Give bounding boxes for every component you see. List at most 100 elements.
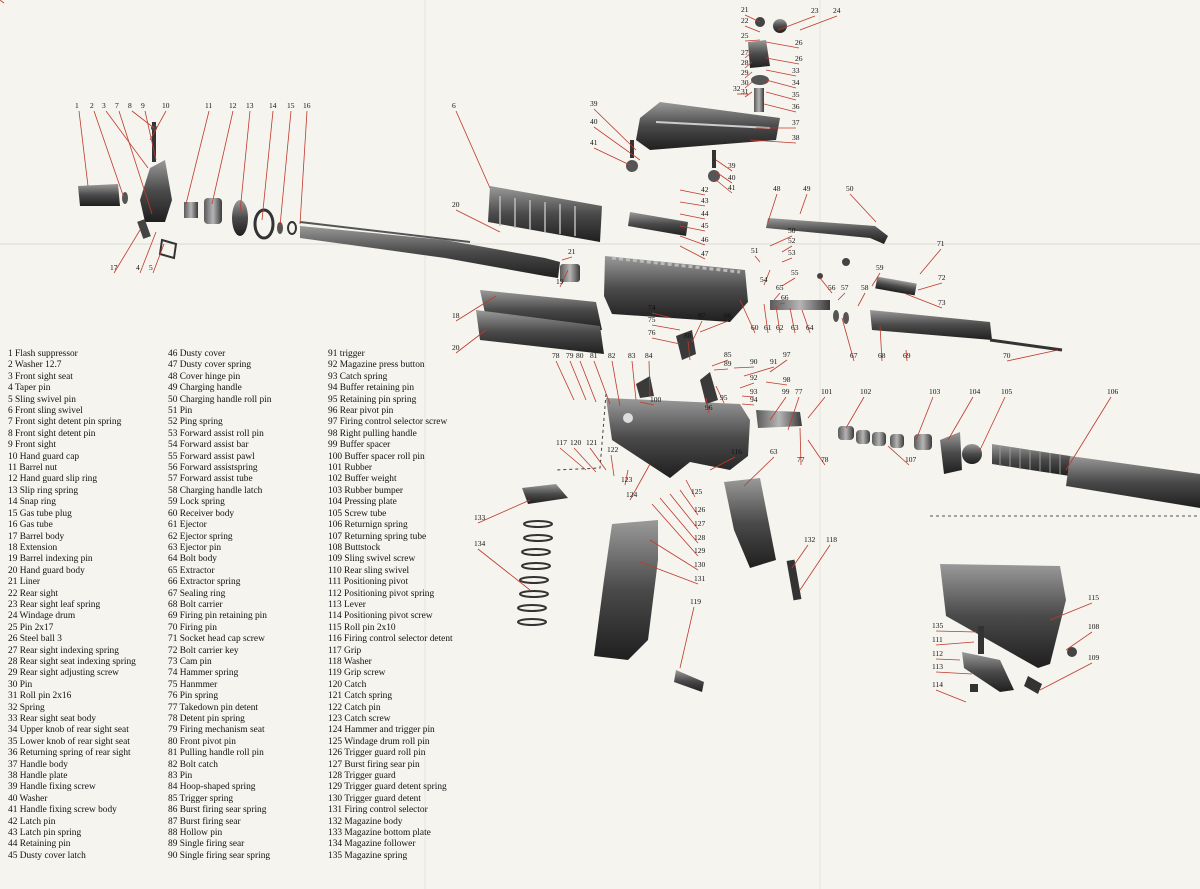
legend-item: 69 Firing pin retaining pin: [168, 611, 267, 622]
callout-number: 63: [791, 323, 799, 332]
callout-number: 81: [590, 351, 598, 360]
callout-number: 68: [878, 351, 886, 360]
callout-leader-line: [1065, 631, 1093, 651]
callout-leader-line: [593, 147, 633, 167]
callout-number: 77: [795, 387, 803, 396]
callout-number: 58: [861, 283, 869, 292]
callout-leader-line: [144, 110, 157, 161]
callout-leader-line: [679, 225, 706, 232]
legend-item: 56 Forward assistspring: [168, 463, 258, 474]
callout-leader-line: [857, 292, 866, 307]
callout-leader-line: [679, 235, 706, 246]
callout-number: 79: [566, 351, 574, 360]
callout-number: 8: [128, 101, 132, 110]
legend-item: 7 Front sight detent pin spring: [8, 417, 122, 428]
callout-number: 48: [773, 184, 781, 193]
legend-item: 4 Taper pin: [8, 383, 51, 394]
callout-leader-line: [744, 39, 761, 42]
legend-item: 122 Catch pin: [328, 702, 381, 713]
callout-leader-line: [709, 456, 736, 471]
callout-number: 134: [474, 539, 486, 548]
callout-leader-line: [93, 110, 125, 199]
legend-item: 116 Firing control selector detent: [328, 634, 453, 645]
callout-number: 37: [792, 118, 800, 127]
callout-number: 12: [229, 101, 237, 110]
legend-item: 111 Positioning pivot: [328, 577, 409, 588]
callout-number: 116: [731, 447, 742, 456]
legend-item: 92 Magazine press button: [328, 360, 425, 371]
callout-leader-line: [624, 469, 629, 486]
callout-number: 25: [741, 31, 749, 40]
callout-number: 3: [102, 101, 106, 110]
callout-number: 50: [846, 184, 854, 193]
callout-number: 41: [728, 183, 736, 192]
legend-item: 125 Windage drum roll pin: [328, 736, 430, 747]
callout-leader-line: [905, 293, 943, 309]
legend-item: 2 Washer 12.7: [8, 360, 62, 371]
callout-number: 4: [136, 263, 140, 272]
callout-number: 86: [724, 311, 732, 320]
callout-number: 10: [162, 101, 170, 110]
callout-number: 33: [792, 66, 800, 75]
callout-number: 40: [590, 117, 598, 126]
callout-leader-line: [648, 360, 651, 397]
legend-item: 28 Rear sight seat indexing spring: [8, 656, 136, 667]
callout-number: 62: [776, 323, 784, 332]
legend-item: 18 Extension: [8, 542, 58, 553]
legend-item: 64 Bolt body: [168, 554, 217, 565]
callout-number: 119: [690, 597, 701, 606]
front-sight-assembly: [78, 122, 297, 260]
legend-item: 43 Latch pin spring: [8, 828, 82, 839]
callout-number: 44: [701, 209, 709, 218]
callout-leader-line: [629, 463, 651, 501]
callout-number: 73: [938, 298, 946, 307]
callout-leader-line: [610, 454, 615, 477]
legend-item: 65 Extractor: [168, 565, 215, 576]
callout-leader-line: [185, 110, 210, 205]
callout-number: 97: [783, 350, 791, 359]
callout-leader-line: [149, 110, 167, 141]
callout-leader-line: [744, 51, 753, 59]
legend-item: 5 Sling swivel pin: [8, 394, 76, 405]
callout-number: 26: [795, 54, 803, 63]
callout-leader-line: [699, 320, 729, 333]
legend-item: 13 Slip ring spring: [8, 485, 79, 496]
legend-item: 39 Handle fixing screw: [8, 782, 96, 793]
callout-number: 80: [576, 351, 584, 360]
callout-leader-line: [611, 360, 621, 407]
legend-item: 79 Firing mechanism seat: [168, 725, 265, 736]
legend-item: 130 Trigger guard detent: [328, 793, 421, 804]
callout-leader-line: [685, 479, 696, 498]
callout-number: 131: [694, 574, 706, 583]
callout-number: 39: [728, 161, 736, 170]
callout-leader-line: [589, 447, 607, 471]
callout-leader-line: [769, 396, 787, 421]
callout-leader-line: [739, 299, 756, 334]
callout-leader-line: [679, 201, 706, 207]
callout-number: 82: [608, 351, 616, 360]
legend-item: 114 Positioning pivot screw: [328, 611, 433, 622]
callout-leader-line: [935, 671, 973, 675]
callout-leader-line: [1006, 349, 1059, 362]
legend-item: 95 Retaining pin spring: [328, 394, 417, 405]
callout-leader-line: [871, 272, 881, 287]
callout-number: 20: [452, 343, 460, 352]
callout-leader-line: [705, 397, 710, 414]
bolt-carrier-group: [770, 258, 1063, 352]
callout-number: 38: [792, 133, 800, 142]
callout-leader-line: [799, 15, 838, 31]
callout-leader-line: [299, 110, 308, 225]
callout-leader-line: [879, 325, 883, 362]
callout-number: 74: [648, 303, 656, 312]
legend-item: 44 Retaining pin: [8, 839, 71, 850]
callout-number: 43: [701, 196, 709, 205]
rear-sight-handle: [626, 17, 787, 182]
callout-leader-line: [744, 71, 753, 79]
legend-item: 25 Pin 2x17: [8, 622, 54, 633]
legend-item: 106 Returnign spring: [328, 520, 408, 531]
legend-item: 23 Rear sight leaf spring: [8, 599, 101, 610]
callout-leader-line: [679, 189, 706, 196]
legend-item: 27 Rear sight indexing spring: [8, 645, 119, 656]
